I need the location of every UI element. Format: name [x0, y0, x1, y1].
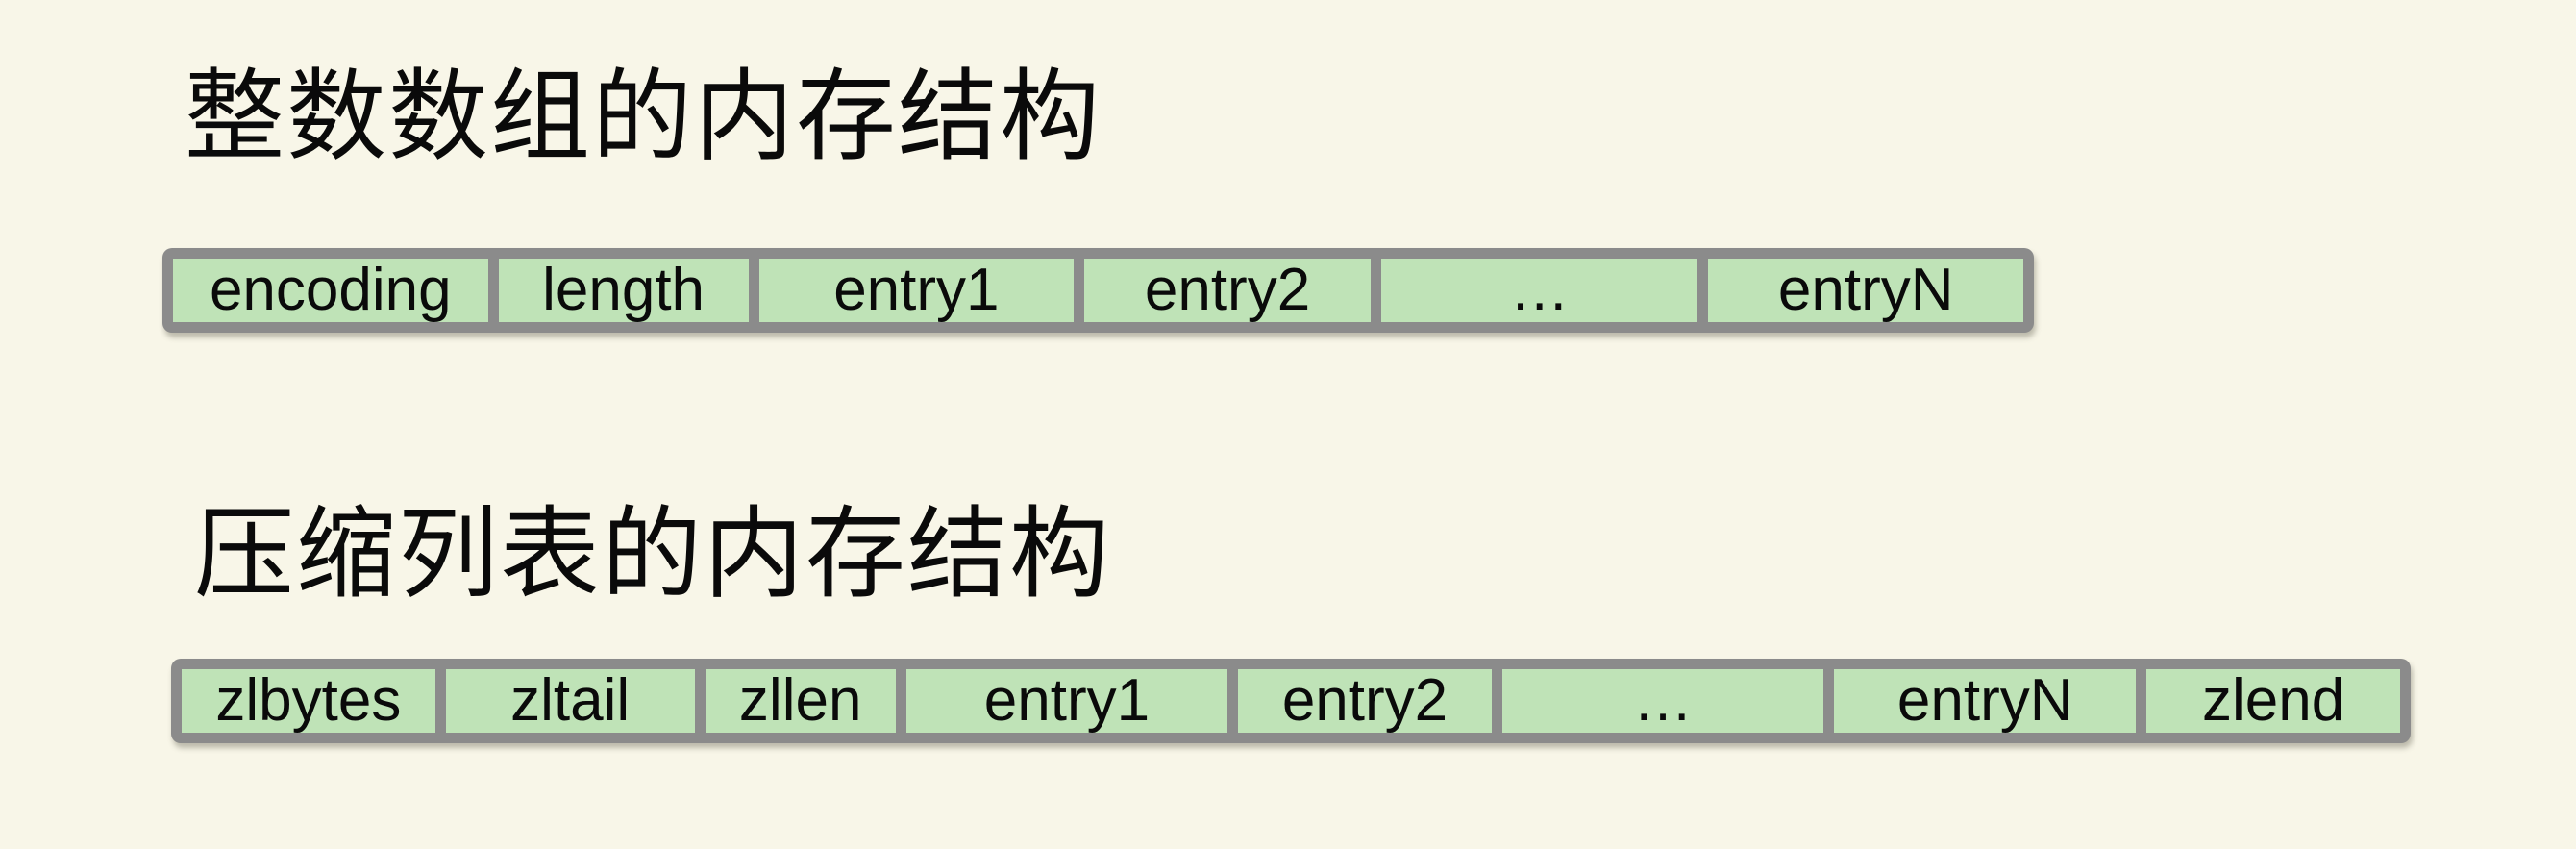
ziplist-cell-zlend: zlend — [2136, 669, 2401, 733]
ziplist-memory-row: zlbytes zltail zllen entry1 entry2 … ent… — [171, 659, 2411, 743]
ziplist-section-title: 压缩列表的内存结构 — [194, 499, 1112, 611]
intset-cell-encoding: encoding — [173, 259, 488, 322]
ziplist-cell-entry2: entry2 — [1227, 669, 1492, 733]
intset-cell-ellipsis: … — [1370, 259, 1698, 322]
intset-cell-length: length — [487, 259, 749, 322]
ziplist-cell-zllen: zllen — [694, 669, 896, 733]
ziplist-cell-entry1: entry1 — [895, 669, 1228, 733]
intset-cell-entry2: entry2 — [1074, 259, 1371, 322]
ziplist-cell-zltail: zltail — [434, 669, 695, 733]
ziplist-cell-entryN: entryN — [1823, 669, 2137, 733]
ziplist-cell-ellipsis: … — [1491, 669, 1824, 733]
intset-memory-row: encoding length entry1 entry2 … entryN — [162, 248, 2034, 333]
intset-cell-entry1: entry1 — [748, 259, 1075, 322]
ziplist-cell-zlbytes: zlbytes — [182, 669, 435, 733]
intset-cell-entryN: entryN — [1697, 259, 2023, 322]
intset-section-title: 整数数组的内存结构 — [185, 62, 1102, 173]
